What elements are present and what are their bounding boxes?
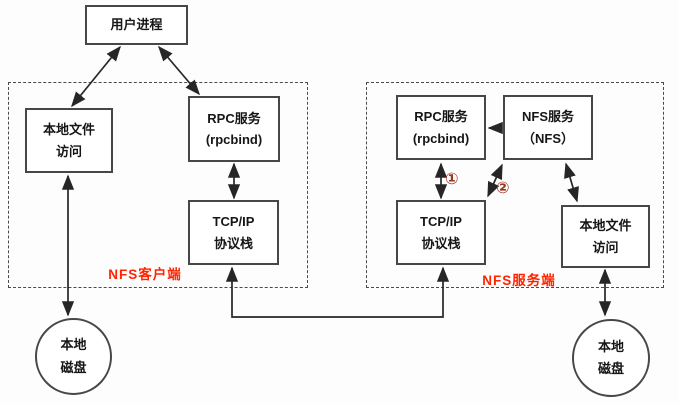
server-rpc-line2: (rpcbind) xyxy=(412,130,470,146)
server-nfs-box: NFS服务 （NFS） xyxy=(503,95,593,160)
client-tcpip-line1: TCP/IP xyxy=(212,214,255,230)
user-process-label: 用户进程 xyxy=(110,17,163,33)
server-rpc-line1: RPC服务 xyxy=(414,109,468,125)
client-rpc-box: RPC服务 (rpcbind) xyxy=(188,96,280,162)
client-local-file-line2: 访问 xyxy=(55,143,82,159)
server-nfs-line2: （NFS） xyxy=(521,130,574,146)
client-disk-circle: 本地 磁盘 xyxy=(35,318,112,395)
server-disk-circle: 本地 磁盘 xyxy=(572,319,650,397)
server-region-label: NFS服务端 xyxy=(482,273,556,288)
server-local-file-line2: 访问 xyxy=(592,239,619,255)
client-region-label: NFS客户端 xyxy=(108,267,182,282)
user-process-box: 用户进程 xyxy=(85,5,188,45)
server-local-file-box: 本地文件 访问 xyxy=(561,205,650,268)
server-local-file-line1: 本地文件 xyxy=(579,218,632,234)
client-tcpip-box: TCP/IP 协议栈 xyxy=(188,200,279,265)
client-rpc-line2: (rpcbind) xyxy=(205,132,263,147)
server-tcpip-line1: TCP/IP xyxy=(420,214,462,230)
client-disk-line2: 磁盘 xyxy=(60,359,87,375)
server-disk-line2: 磁盘 xyxy=(597,361,624,376)
client-local-file-line1: 本地文件 xyxy=(42,122,95,138)
client-disk-line1: 本地 xyxy=(60,337,87,353)
server-tcpip-line2: 协议栈 xyxy=(421,235,461,251)
server-tcpip-box: TCP/IP 协议栈 xyxy=(396,200,486,265)
nfs-client-region xyxy=(8,82,308,288)
server-disk-line1: 本地 xyxy=(597,338,624,354)
step-1-marker: ① xyxy=(445,169,459,188)
client-rpc-line1: RPC服务 xyxy=(207,110,261,126)
client-local-file-box: 本地文件 访问 xyxy=(25,108,113,173)
step-2-marker: ② xyxy=(496,178,510,197)
nfs-server-region xyxy=(366,82,664,288)
server-nfs-line1: NFS服务 xyxy=(521,109,574,125)
server-rpc-box: RPC服务 (rpcbind) xyxy=(396,95,486,160)
client-tcpip-line2: 协议栈 xyxy=(213,235,253,251)
